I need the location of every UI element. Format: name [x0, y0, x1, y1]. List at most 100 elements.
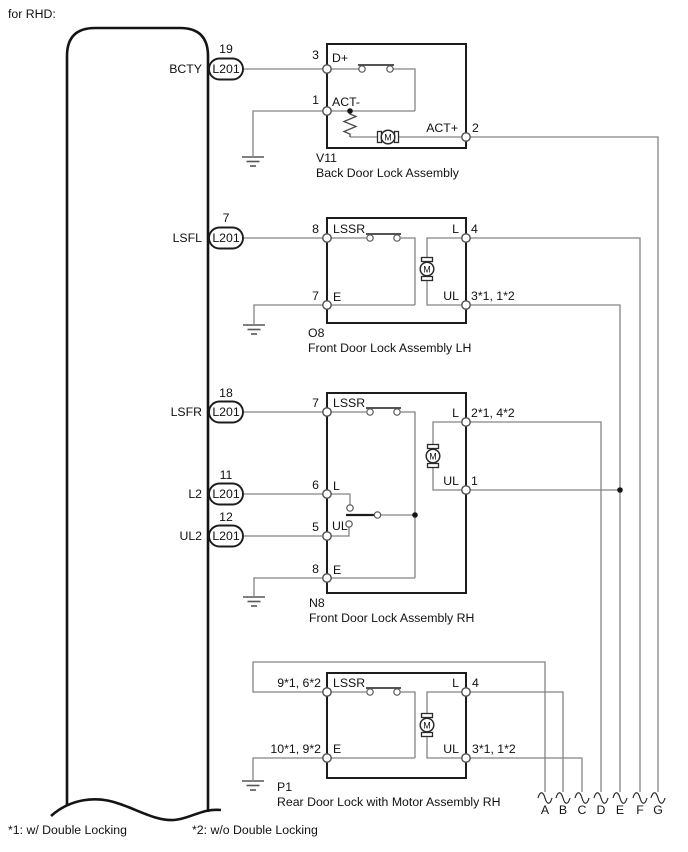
l2-pin-number: 11: [220, 468, 233, 482]
o8-pin4-number: 4: [471, 222, 478, 236]
p1-ul-terminal: [461, 753, 471, 763]
n8-ul-contact: [345, 520, 353, 528]
o8-e-label: E: [333, 290, 341, 304]
switch-contacts: [345, 65, 401, 696]
wire-p1-ground: [252, 757, 327, 780]
o8-pin7-terminal: [322, 300, 332, 310]
v11-pin3-terminal: [322, 64, 332, 74]
lsfr-code: L201: [212, 405, 240, 419]
p1-pin4-number: 4: [472, 676, 479, 690]
l2-connector: [208, 482, 244, 506]
bcty-name: BCTY: [169, 62, 202, 76]
v11-pin2-number: 2: [472, 121, 479, 135]
lsfl-pin-number: 7: [223, 211, 230, 225]
wire-p1-lssr-to-a: [252, 661, 546, 792]
wire-v11-ground: [252, 110, 327, 156]
p1-pin4-terminal: [461, 687, 471, 697]
n8-arm-contact: [373, 511, 382, 519]
n8-l-contact: [346, 504, 354, 512]
p1-ul-label: UL: [443, 742, 459, 756]
ul2-name: UL2: [179, 529, 202, 543]
p1-e-pin-number: 10*1, 9*2: [270, 742, 321, 756]
n8-name: Front Door Lock Assembly RH: [309, 611, 474, 625]
v11-switch-contact: [358, 65, 366, 73]
v11-actplus-label: ACT+: [426, 121, 458, 135]
p1-lssr-pin-number: 9*1, 6*2: [277, 676, 321, 690]
o8-ul-label: UL: [443, 289, 459, 303]
v11-pin3-number: 3: [312, 48, 319, 62]
junction-dot: [617, 487, 623, 493]
o8-motor-icon: M: [419, 256, 435, 282]
n8-pin6-number: 6: [312, 478, 319, 492]
p1-ul-pin-number: 3*1, 1*2: [472, 742, 516, 756]
l2-name: L2: [188, 487, 202, 501]
o8-l-label: L: [452, 222, 459, 236]
lsfl-code: L201: [212, 231, 240, 245]
wire-v11-internal: [327, 68, 466, 138]
lsfr-name: LSFR: [171, 405, 203, 419]
o8-ul-pin-number: 3*1, 1*2: [471, 289, 515, 303]
p1-box: [326, 672, 467, 779]
lsfl-connector: [208, 226, 244, 250]
n8-ul-right-label: UL: [443, 474, 459, 488]
junction-dot: [347, 108, 353, 114]
n8-ul-label: UL: [332, 519, 348, 533]
n8-code: N8: [309, 596, 325, 610]
o8-pin4-terminal: [461, 233, 471, 243]
wire-n8-l-to-d: [466, 421, 602, 792]
n8-box: [326, 392, 467, 594]
wire-ul2-to-n8: [243, 527, 350, 537]
pin-terminals: [322, 64, 471, 763]
n8-pin7-number: 7: [312, 396, 319, 410]
n8-pin6-terminal: [322, 489, 332, 499]
p1-name: Rear Door Lock with Motor Assembly RH: [277, 795, 500, 809]
tilde-icon-d: [593, 792, 609, 804]
v11-pin1-terminal: [322, 106, 332, 116]
wire-p1-l-to-b: [466, 691, 564, 792]
n8-e-label: E: [333, 563, 341, 577]
o8-switch-contact: [366, 234, 374, 242]
p1-lssr-terminal: [322, 687, 332, 697]
v11-code: V11: [316, 151, 337, 165]
tilde-icon-c: [574, 792, 590, 804]
ul2-pin-number: 12: [219, 510, 233, 524]
o8-name: Front Door Lock Assembly LH: [308, 341, 471, 355]
p1-lssr-label: LSSR: [333, 676, 365, 690]
n8-pin5-number: 5: [312, 520, 319, 534]
ul2-code: L201: [212, 529, 240, 543]
p1-code: P1: [277, 780, 292, 794]
bcty-connector: [208, 57, 244, 81]
ul2-connector: [208, 524, 244, 548]
p1-e-terminal: [322, 753, 332, 763]
v11-pin2-terminal: [461, 132, 471, 142]
motor-letter: M: [384, 133, 392, 143]
p1-switch-contact: [366, 688, 374, 696]
p1-l-label: L: [452, 676, 459, 690]
offpage-tilde-icons: [537, 792, 666, 804]
offpage-label-g: G: [653, 803, 663, 817]
n8-pin7-terminal: [322, 407, 332, 417]
o8-code: O8: [308, 326, 325, 340]
n8-ul-right-pin-number: 1: [471, 474, 478, 488]
offpage-label-c: C: [578, 803, 587, 817]
o8-switch-contact: [393, 234, 401, 242]
n8-pin5-terminal: [322, 531, 332, 541]
n8-pin8-number: 8: [312, 562, 319, 576]
o8-pin8-terminal: [322, 233, 332, 243]
lsfl-name: LSFL: [173, 231, 203, 245]
motor-letter: M: [423, 265, 431, 275]
n8-l-label: L: [333, 479, 340, 493]
wire-l2-to-n8: [243, 493, 351, 505]
footnote-no-double-locking: *2: w/o Double Locking: [192, 823, 318, 837]
wire-o8-internal: [327, 237, 416, 306]
n8-pin8-terminal: [322, 573, 332, 583]
tilde-icon-b: [555, 792, 571, 804]
n8-l-terminal: [461, 417, 471, 427]
p1-e-label: E: [333, 742, 341, 756]
wire-v11-actplus-to-g: [466, 136, 659, 792]
tilde-icon-e: [612, 792, 628, 804]
offpage-label-b: B: [559, 803, 567, 817]
o8-ul-terminal: [461, 300, 471, 310]
n8-l-right-pin-number: 2*1, 4*2: [471, 406, 515, 420]
